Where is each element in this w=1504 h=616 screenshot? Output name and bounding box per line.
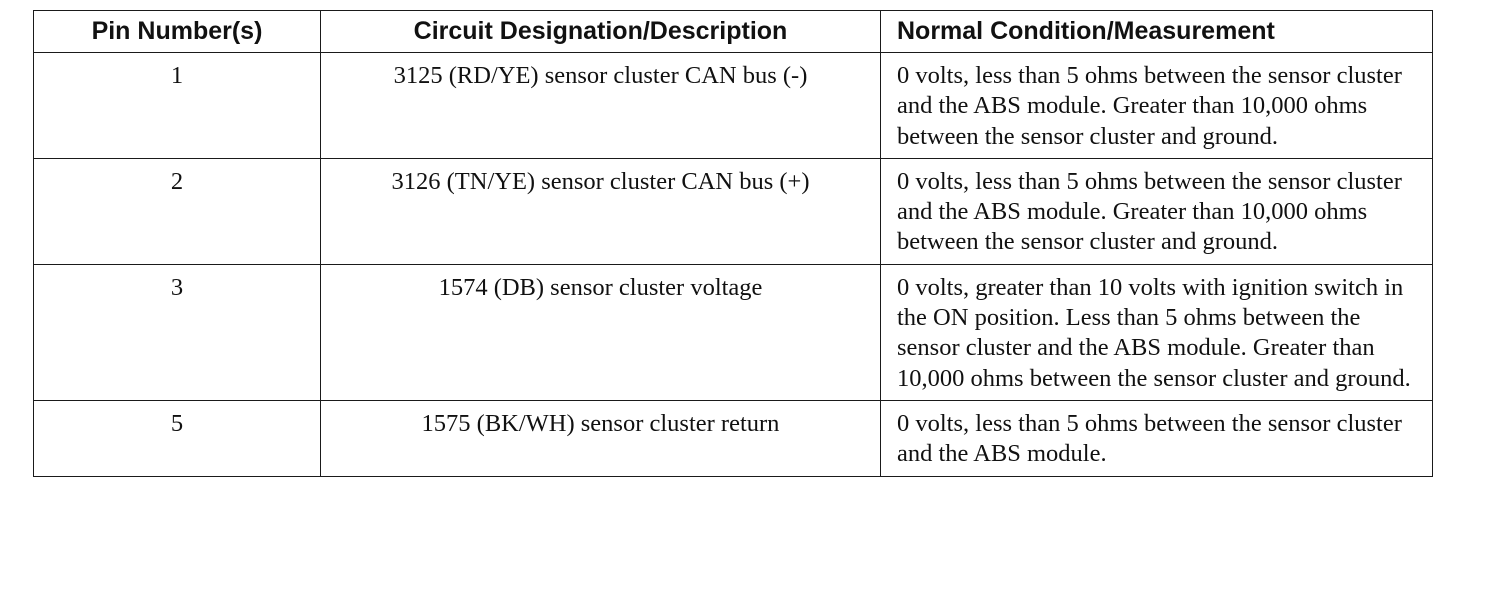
header-pin-number: Pin Number(s) — [33, 10, 321, 53]
condition-cell: 0 volts, less than 5 ohms between the se… — [880, 52, 1433, 159]
condition-cell: 0 volts, less than 5 ohms between the se… — [880, 399, 1433, 477]
condition-cell: 0 volts, greater than 10 volts with igni… — [880, 263, 1433, 401]
header-normal-condition: Normal Condition/Measurement — [880, 10, 1433, 53]
table-row: 1 3125 (RD/YE) sensor cluster CAN bus (-… — [33, 52, 1433, 159]
table-row: 2 3126 (TN/YE) sensor cluster CAN bus (+… — [33, 157, 1433, 265]
pin-number-cell: 2 — [33, 157, 321, 265]
circuit-cell: 1574 (DB) sensor cluster voltage — [320, 263, 881, 401]
table-row: 3 1574 (DB) sensor cluster voltage 0 vol… — [33, 263, 1433, 401]
pin-number-cell: 1 — [33, 52, 321, 159]
circuit-cell: 1575 (BK/WH) sensor cluster return — [320, 399, 881, 477]
circuit-cell: 3126 (TN/YE) sensor cluster CAN bus (+) — [320, 157, 881, 265]
pin-number-cell: 5 — [33, 399, 321, 477]
table-row: 5 1575 (BK/WH) sensor cluster return 0 v… — [33, 399, 1433, 477]
condition-cell: 0 volts, less than 5 ohms between the se… — [880, 157, 1433, 265]
pin-table: Pin Number(s) Circuit Designation/Descri… — [33, 10, 1433, 477]
header-row: Pin Number(s) Circuit Designation/Descri… — [33, 10, 1433, 53]
header-circuit-designation: Circuit Designation/Description — [320, 10, 881, 53]
circuit-cell: 3125 (RD/YE) sensor cluster CAN bus (-) — [320, 52, 881, 159]
pin-number-cell: 3 — [33, 263, 321, 401]
